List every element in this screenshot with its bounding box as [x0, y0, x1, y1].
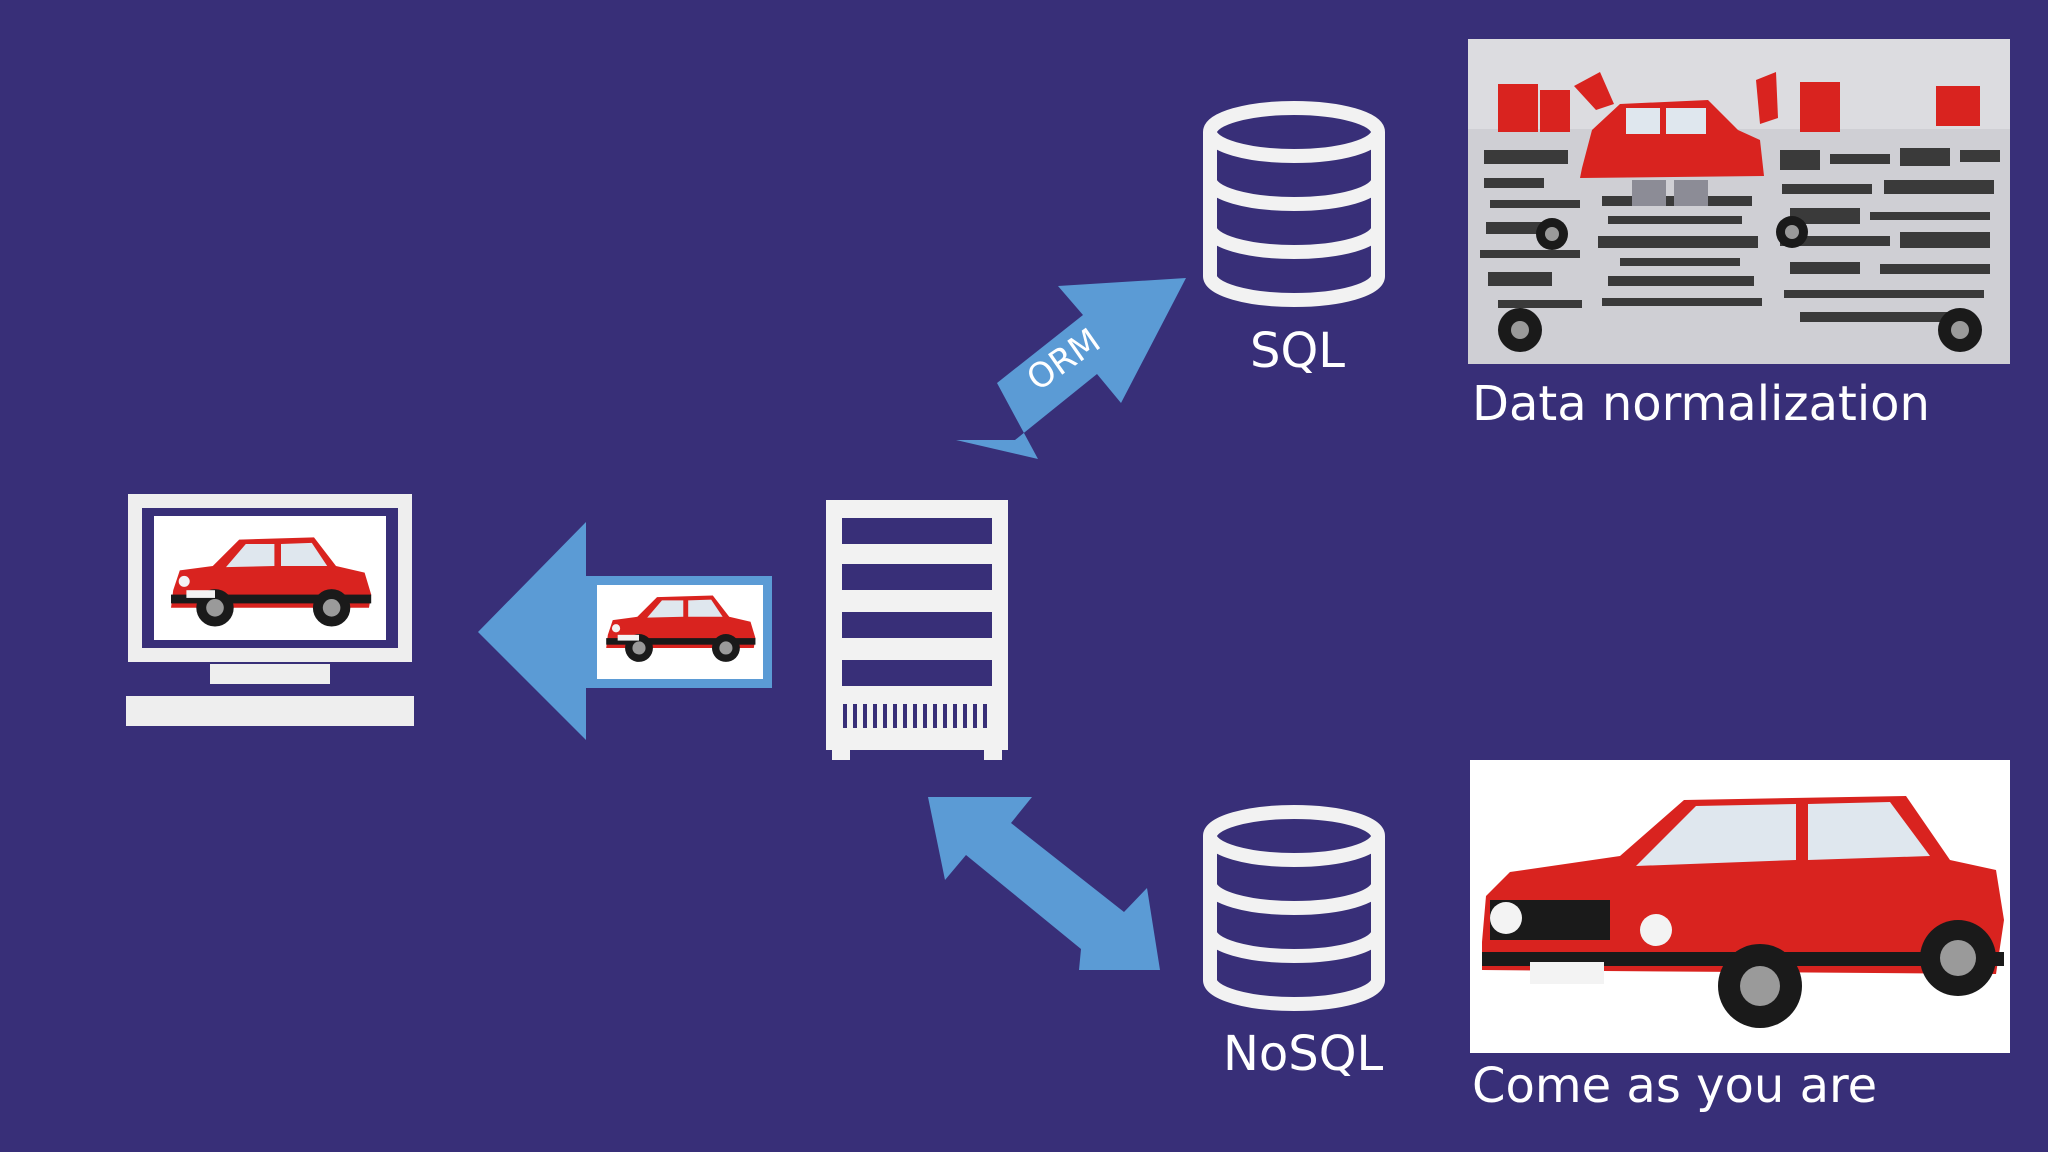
nosql-double-arrow [928, 797, 1160, 970]
payload-car-image [592, 580, 768, 684]
nosql-label: NoSQL [1223, 1026, 1384, 1082]
desktop-computer-icon [126, 494, 414, 726]
come-as-you-are-caption: Come as you are [1472, 1058, 1878, 1114]
sql-label: SQL [1250, 323, 1345, 379]
orm-double-arrow [956, 278, 1186, 459]
server-rack-icon [826, 500, 1008, 760]
data-normalization-caption: Data normalization [1472, 376, 1930, 432]
whole-car-photo [1470, 760, 2010, 1053]
normalized-parts-photo [1468, 39, 2010, 364]
